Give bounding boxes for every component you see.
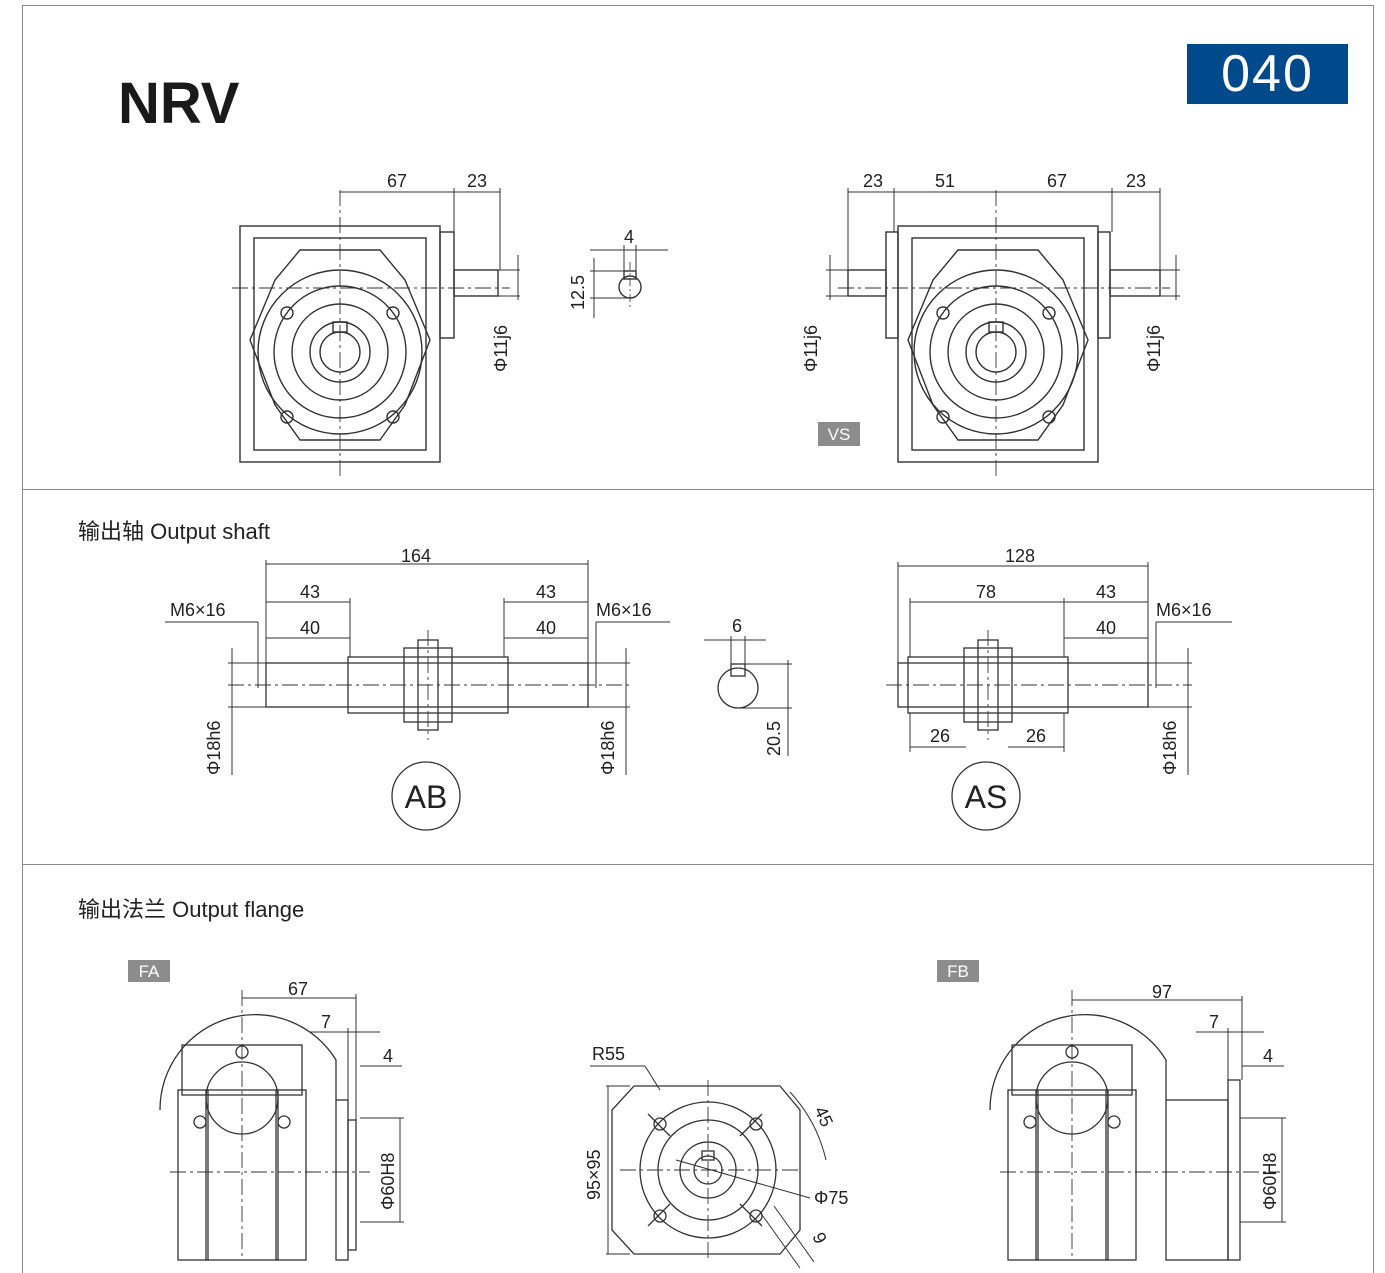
key2-width: 6 <box>732 616 742 636</box>
center-r55: R55 <box>592 1044 625 1064</box>
shaft-as-l: 78 <box>976 582 996 602</box>
shaft-ab-label: AB <box>405 779 448 815</box>
shaft-ab-dia-left: Φ18h6 <box>204 721 224 775</box>
section-divider <box>22 489 1374 490</box>
center-angle: 45 <box>810 1103 837 1130</box>
fb-d1: 97 <box>1152 982 1172 1002</box>
shaft-ab-l2: 40 <box>300 618 320 638</box>
shaft-as-r2: 40 <box>1096 618 1116 638</box>
dim-shaft-diameter-right: Φ11j6 <box>1144 325 1164 372</box>
fb-tag: FB <box>947 962 969 981</box>
fb-dia: Φ60H8 <box>1260 1153 1280 1210</box>
shaft-as-r1: 43 <box>1096 582 1116 602</box>
shaft-as-label: AS <box>965 779 1008 815</box>
shaft-ab-r1: 43 <box>536 582 556 602</box>
shaft-as-b1: 26 <box>930 726 950 746</box>
fa-d1: 67 <box>288 979 308 999</box>
shaft-ab-r2: 40 <box>536 618 556 638</box>
dim-67-right: 67 <box>1047 171 1067 191</box>
fa-tag: FA <box>139 962 160 981</box>
product-title: NRV <box>118 71 240 136</box>
dim-23-left: 23 <box>863 171 883 191</box>
shaft-ab-l1: 43 <box>300 582 320 602</box>
section-divider <box>22 864 1374 865</box>
section-label-output-shaft: 输出轴 Output shaft <box>78 519 270 544</box>
gearbox-front-view-right <box>826 188 1180 480</box>
center-dia: Φ75 <box>814 1188 848 1208</box>
shaft-ab-total: 164 <box>401 546 431 566</box>
shaft-as-b2: 26 <box>1026 726 1046 746</box>
fa-d2: 7 <box>321 1012 331 1032</box>
sheet-frame <box>22 5 1374 1273</box>
dim-shaft-diameter: Φ11j6 <box>491 325 511 372</box>
shaft-ab-thread-left: M6×16 <box>170 600 226 620</box>
shaft-as-total: 128 <box>1005 546 1035 566</box>
key-detail-shaft <box>704 636 792 756</box>
flange-center-drawing <box>590 1065 827 1269</box>
shaft-ab-thread-right: M6×16 <box>596 600 652 620</box>
dim-67: 67 <box>387 171 407 191</box>
shaft-ab-dia-right: Φ18h6 <box>598 721 618 775</box>
fb-d3: 4 <box>1263 1046 1273 1066</box>
dim-51: 51 <box>935 171 955 191</box>
shaft-as-thread: M6×16 <box>1156 600 1212 620</box>
vs-tag-box <box>818 422 860 446</box>
dim-23: 23 <box>467 171 487 191</box>
key-height: 12.5 <box>568 275 588 310</box>
shaft-ab-drawing <box>165 560 670 831</box>
size-code-badge: 040 <box>1187 44 1348 104</box>
shaft-as-drawing <box>886 562 1232 831</box>
section-label-output-flange: 输出法兰 Output flange <box>78 897 305 922</box>
flange-fa-drawing <box>159 990 404 1261</box>
center-square: 95×95 <box>584 1149 604 1200</box>
fb-d2: 7 <box>1209 1012 1219 1032</box>
key-width: 4 <box>624 227 634 247</box>
dim-23-right: 23 <box>1126 171 1146 191</box>
gearbox-front-view-left <box>232 188 520 480</box>
center-hole: 9 <box>808 1229 830 1247</box>
fb-tag-box <box>937 960 979 982</box>
fa-d3: 4 <box>383 1046 393 1066</box>
key-detail-top <box>590 245 668 318</box>
key2-height: 20.5 <box>764 721 784 756</box>
vs-tag: VS <box>828 425 851 444</box>
fa-dia: Φ60H8 <box>378 1153 398 1210</box>
flange-fb-drawing <box>989 990 1286 1261</box>
shaft-as-dia: Φ18h6 <box>1160 721 1180 775</box>
fa-tag-box <box>128 960 170 982</box>
dim-shaft-diameter-left: Φ11j6 <box>801 325 821 372</box>
